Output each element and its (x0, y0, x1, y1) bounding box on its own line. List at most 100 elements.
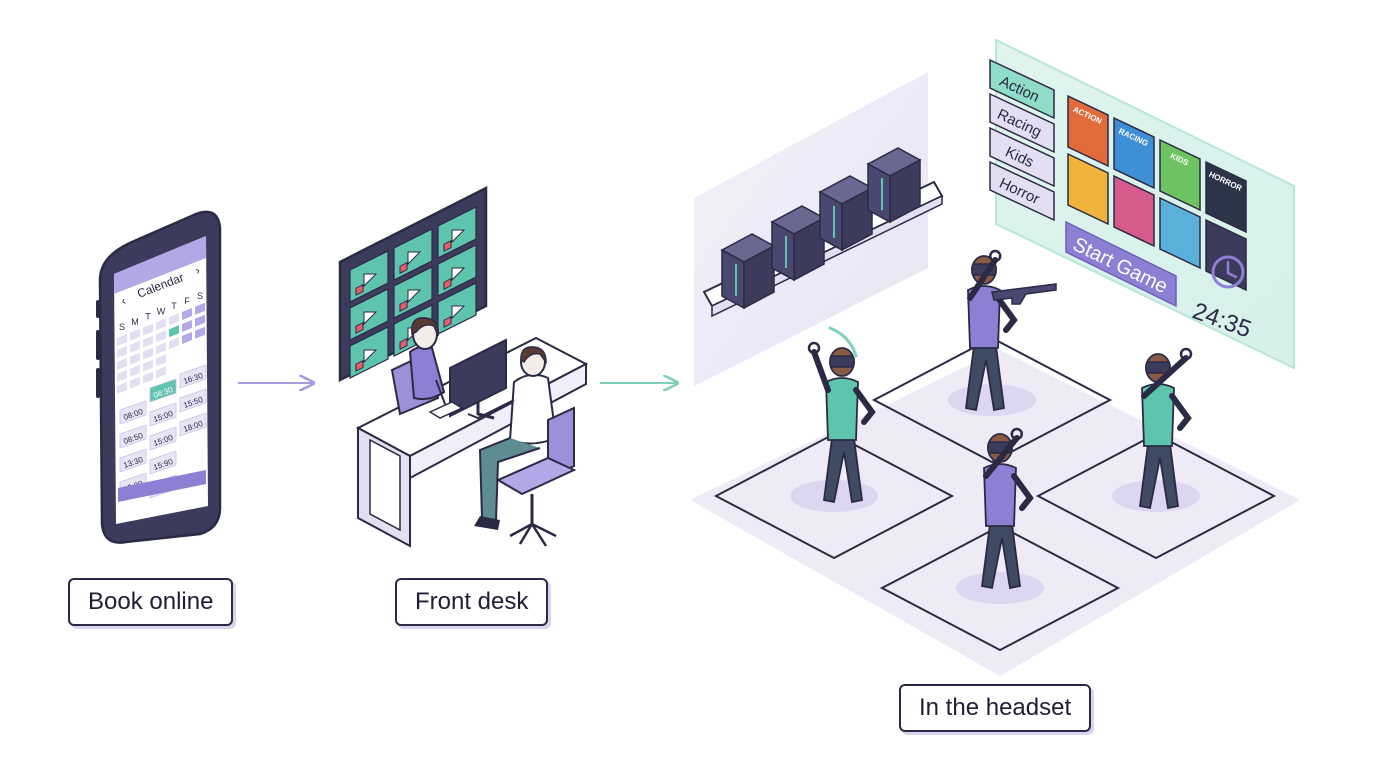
record-icon (399, 337, 408, 350)
game-thumbnail[interactable] (1113, 174, 1155, 248)
stage-label-book-online: Book online (68, 578, 234, 626)
video-feed-tile (437, 282, 477, 335)
calendar-day-cell[interactable] (169, 325, 179, 338)
game-thumbnail[interactable]: HORROR (1205, 160, 1247, 234)
calendar-day-cell[interactable] (195, 314, 205, 327)
calendar-day-cell[interactable] (182, 308, 192, 320)
game-thumbnail[interactable]: KIDS (1159, 138, 1201, 212)
play-icon (407, 289, 422, 304)
phone-header-bar (114, 236, 206, 294)
video-feed-tile (349, 250, 389, 303)
calendar-day-cell[interactable] (130, 376, 140, 389)
calendar-day-cell[interactable] (195, 326, 205, 339)
front-desk-illustration (338, 185, 589, 548)
video-feed-tile (437, 244, 477, 297)
calendar-day-grid[interactable] (117, 302, 205, 394)
calendar-day-cell[interactable] (143, 371, 153, 384)
weekday-label: M (131, 317, 139, 327)
calendar-day-cell[interactable] (117, 346, 127, 358)
game-thumbnail[interactable] (1067, 152, 1109, 226)
vr-pc-tower (818, 175, 874, 252)
play-icon (451, 267, 466, 282)
calendar-day-cell[interactable] (130, 352, 140, 365)
record-icon (399, 261, 408, 274)
calendar-day-cell[interactable] (130, 364, 140, 377)
player-shirt (825, 377, 859, 441)
clock-icon (1211, 255, 1245, 289)
calendar-day-cell[interactable] (117, 382, 127, 394)
game-thumbnail[interactable]: RACING (1113, 116, 1155, 190)
calendar-day-cell[interactable] (156, 366, 166, 379)
player-shirt (967, 285, 1001, 349)
calendar-day-cell[interactable] (182, 320, 192, 332)
stage-label-in-the-headset: In the headset (899, 684, 1092, 732)
calendar-day-cell[interactable] (195, 302, 205, 315)
weekday-label: S (197, 291, 203, 301)
vr-pc-tower (866, 147, 922, 224)
calendar-day-cell[interactable] (130, 328, 140, 341)
monitor-video-grid (349, 206, 477, 379)
start-game-button[interactable] (1065, 220, 1177, 308)
weekday-label: T (145, 312, 151, 322)
calendar-day-cell[interactable] (182, 332, 192, 344)
vr-arena-illustration (690, 72, 1300, 676)
play-icon (407, 251, 422, 266)
vr-player (807, 341, 876, 504)
play-icon (363, 273, 378, 288)
record-icon (443, 315, 452, 328)
player-shadow (1112, 480, 1200, 512)
calendar-day-cell[interactable] (117, 358, 127, 370)
play-icon (451, 229, 466, 244)
game-thumbnail[interactable] (1159, 196, 1201, 270)
record-icon (355, 283, 364, 296)
calendar-day-cell[interactable] (169, 313, 179, 326)
motion-controller-icon (807, 341, 821, 355)
record-icon (355, 321, 364, 334)
player-shirt (983, 463, 1017, 527)
vr-pc-tower (720, 233, 776, 310)
calendar-day-cell[interactable] (117, 334, 127, 346)
record-icon (355, 359, 364, 372)
play-zone-square (713, 432, 955, 560)
calendar-day-cell[interactable] (117, 370, 127, 382)
calendar-day-cell[interactable] (156, 342, 166, 355)
calendar-day-cell[interactable] (143, 347, 153, 360)
vr-headset-icon (1145, 361, 1171, 374)
book-button[interactable] (118, 470, 206, 502)
player-shadow (956, 572, 1044, 604)
calendar-day-cell[interactable] (169, 337, 179, 350)
video-feed-tile (349, 326, 389, 379)
calendar-day-cell[interactable] (156, 318, 166, 331)
chevron-left-icon[interactable]: ‹ (119, 294, 128, 309)
motion-controller-icon (1010, 427, 1024, 441)
chevron-right-icon[interactable]: › (193, 263, 202, 278)
calendar-day-cell[interactable] (143, 335, 153, 348)
play-zone-square (879, 524, 1121, 652)
calendar-day-cell[interactable] (143, 359, 153, 372)
calendar-day-cell[interactable] (156, 354, 166, 367)
calendar-day-cell[interactable] (143, 323, 153, 336)
stage-label-front-desk: Front desk (395, 578, 549, 626)
vr-player (964, 249, 1018, 412)
play-zone-square (871, 336, 1113, 464)
weekday-label: F (184, 296, 190, 306)
play-icon (363, 311, 378, 326)
weekday-label: W (157, 306, 166, 316)
game-thumbnail[interactable] (1205, 218, 1247, 292)
desk-computer-monitor (449, 338, 507, 418)
game-thumbnail[interactable]: ACTION (1067, 94, 1109, 168)
record-icon (399, 299, 408, 312)
genre-tab-horror[interactable]: Horror (989, 160, 1055, 222)
calendar-day-cell[interactable] (156, 330, 166, 343)
weekday-label: T (171, 301, 177, 311)
play-icon (451, 305, 466, 320)
calendar-day-cell[interactable] (130, 340, 140, 353)
vr-pc-tower (770, 205, 826, 282)
video-feed-tile (393, 228, 433, 281)
